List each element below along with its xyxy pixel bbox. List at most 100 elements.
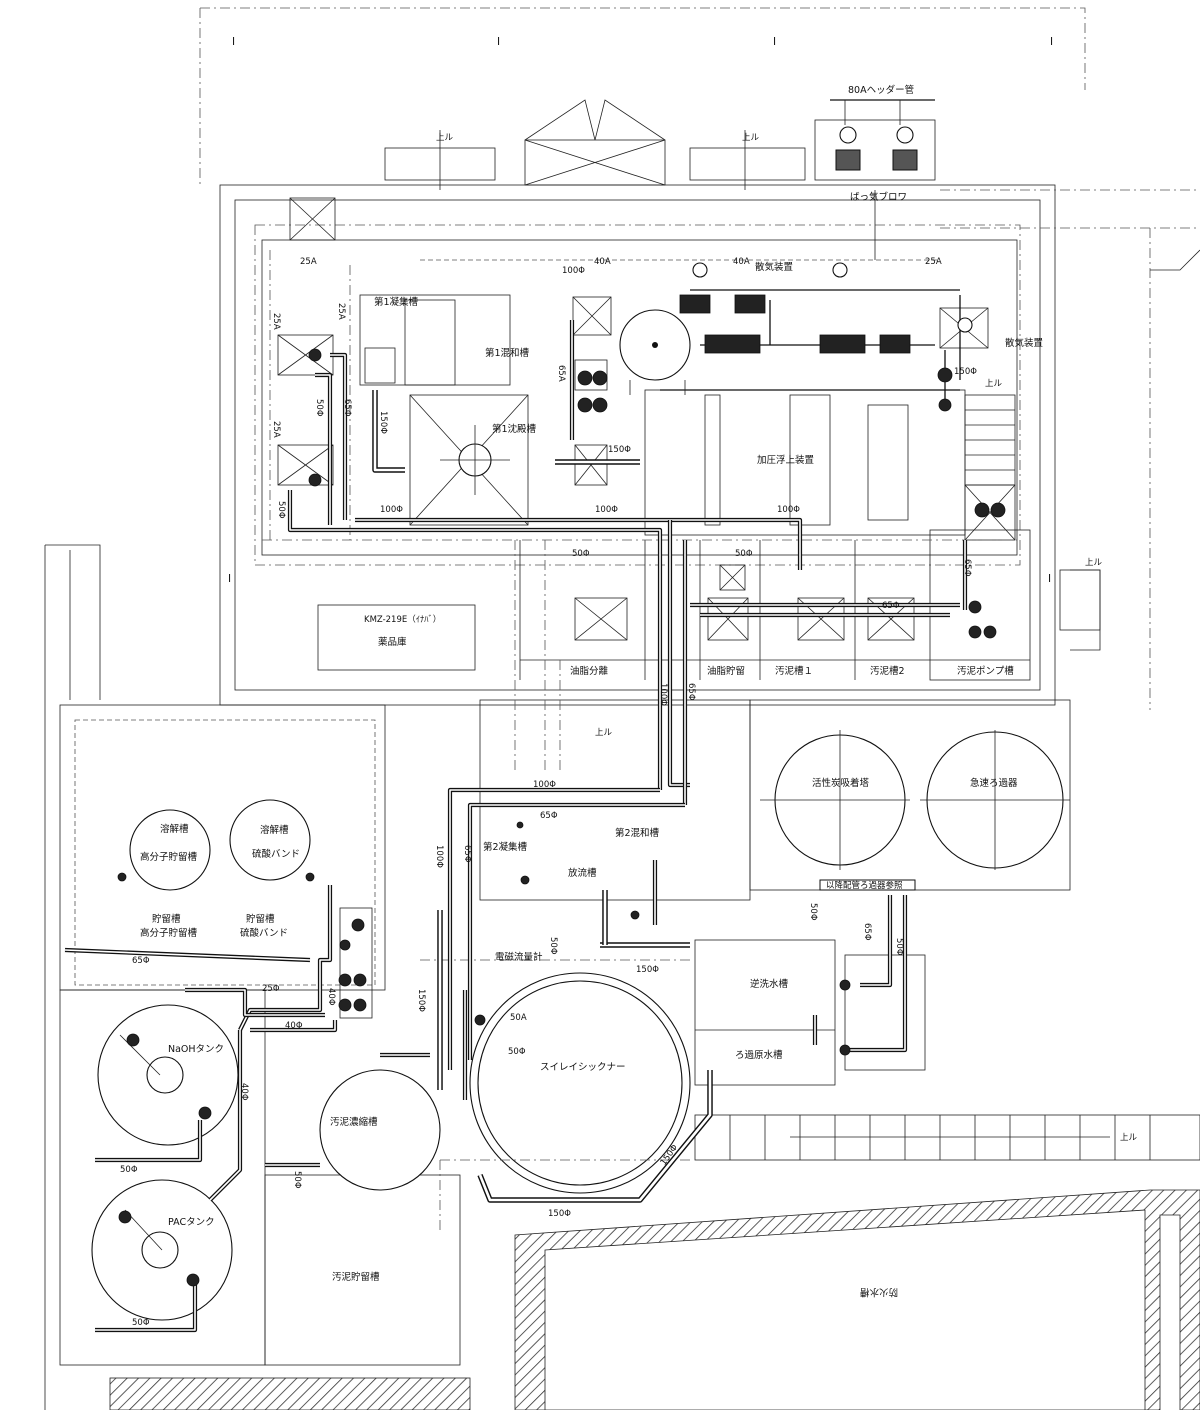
dim-40a-2: 40A bbox=[733, 257, 750, 267]
dim-50phi-7: 50Φ bbox=[120, 1165, 138, 1175]
dim-65a: 65A bbox=[556, 365, 566, 382]
label-up3: 上ル bbox=[985, 379, 1003, 389]
dim-100phi-2: 100Φ bbox=[595, 505, 618, 515]
leader-lines bbox=[262, 250, 1017, 1230]
label-naoh: NaOHタンク bbox=[168, 1044, 224, 1055]
top-structures: I I I I I I bbox=[228, 36, 1053, 585]
label-sulfuric1: 硫酸バンド bbox=[252, 848, 300, 860]
label-filtered-water: ろ過原水槽 bbox=[735, 1049, 783, 1061]
aeration-blowers bbox=[814, 99, 936, 260]
label-up1: 上ル bbox=[436, 133, 454, 143]
dim-100phi-5: 100Φ bbox=[533, 780, 556, 790]
label-discharge: 放流槽 bbox=[568, 867, 597, 879]
label-oil-storage: 油脂貯留 bbox=[707, 665, 745, 677]
label-diffuser2: 散気装置 bbox=[1005, 337, 1043, 349]
label-dissolve1: 溶解槽 bbox=[160, 823, 189, 835]
dim-50phi-5: 50Φ bbox=[548, 937, 558, 955]
label-first-mixing: 第1混和槽 bbox=[485, 347, 530, 359]
label-up2: 上ル bbox=[742, 133, 760, 143]
dim-50phi-4: 50Φ bbox=[276, 501, 286, 519]
label-dissolve2: 溶解槽 bbox=[260, 824, 289, 836]
dim-150phi-7: 150Φ bbox=[548, 1209, 571, 1219]
label-first-sedimentation: 第1沈殿槽 bbox=[492, 423, 537, 435]
label-sulfuric2: 硫酸バンド bbox=[240, 927, 288, 939]
label-pac: PACタンク bbox=[168, 1217, 215, 1228]
label-up5: 上ル bbox=[595, 728, 613, 738]
label-first-collection: 第1凝集槽 bbox=[374, 296, 419, 308]
dim-40phi-3: 40Φ bbox=[239, 1083, 249, 1101]
dim-25a-1: 25A bbox=[300, 257, 317, 267]
dim-40phi-1: 40Φ bbox=[285, 1021, 303, 1031]
dim-25a-2: 25A bbox=[925, 257, 942, 267]
dim-40a-1: 40A bbox=[594, 257, 611, 267]
dim-65phi-3: 65Φ bbox=[962, 559, 972, 577]
label-polymer-storage1: 高分子貯留槽 bbox=[140, 851, 198, 863]
dimension-labels: 25A 25A 25A 25A 25A 40A 40A 100Φ 50Φ 65Φ… bbox=[120, 257, 977, 1328]
dim-50phi-9: 50Φ bbox=[292, 1171, 302, 1189]
dim-25a-5: 25A bbox=[271, 421, 281, 438]
dim-100phi-3: 100Φ bbox=[777, 505, 800, 515]
svg-text:I: I bbox=[1048, 573, 1051, 585]
label-thickener: スイレイシックナー bbox=[540, 1062, 626, 1073]
dim-100phi-1: 100Φ bbox=[380, 505, 403, 515]
label-storage1: 貯留槽 bbox=[152, 913, 181, 925]
dim-50phi-8: 50Φ bbox=[132, 1318, 150, 1328]
label-second-collection: 第2凝集槽 bbox=[483, 841, 528, 853]
label-second-mixing: 第2混和槽 bbox=[615, 827, 660, 839]
sedimentation-center bbox=[440, 425, 510, 495]
dim-50phi-2: 50Φ bbox=[572, 549, 590, 559]
label-piping-note: 以降配管ろ過器参照 bbox=[826, 880, 903, 891]
label-up6: 上ル bbox=[1120, 1133, 1138, 1143]
piping bbox=[64, 289, 968, 1333]
label-sludge-thickening: 汚泥濃縮槽 bbox=[330, 1116, 378, 1128]
dim-150phi-3: 150Φ bbox=[954, 367, 977, 377]
dim-65phi-4: 65Φ bbox=[686, 683, 696, 701]
label-fire-tank: 防火水槽 bbox=[859, 1286, 898, 1298]
label-sludge-pump: 汚泥ポンプ槽 bbox=[957, 665, 1014, 677]
equipment-labels: 80Aヘッダー管 ばっ気ブロワ 上ル 上ル 上ル 上ル 上ル 上ル 散気装置 散… bbox=[140, 84, 1138, 1298]
label-chemical-room: 薬品庫 bbox=[378, 636, 407, 648]
svg-text:I: I bbox=[1050, 36, 1053, 48]
label-polymer-storage2: 高分子貯留槽 bbox=[140, 927, 198, 939]
dim-65phi-8: 65Φ bbox=[862, 923, 872, 941]
label-rapid-filter: 急速ろ過器 bbox=[970, 777, 1018, 789]
label-sludge-storage: 汚泥貯留槽 bbox=[332, 1271, 380, 1283]
dim-100phi-4: 100Φ bbox=[658, 683, 668, 706]
dim-50phi-11: 50Φ bbox=[894, 938, 904, 956]
label-up4: 上ル bbox=[1085, 558, 1103, 568]
dim-50phi-6: 50Φ bbox=[508, 1047, 526, 1057]
svg-text:I: I bbox=[228, 573, 231, 585]
dim-50a: 50A bbox=[510, 1013, 527, 1023]
dim-25a-3: 25A bbox=[271, 313, 281, 330]
pressure-vessel bbox=[619, 309, 691, 395]
hatched-walls bbox=[109, 1189, 1200, 1410]
dim-65phi-1: 65Φ bbox=[342, 399, 352, 417]
label-pressure-flotation: 加圧浮上装置 bbox=[757, 454, 814, 466]
svg-text:I: I bbox=[497, 36, 500, 48]
dim-50phi-3: 50Φ bbox=[735, 549, 753, 559]
label-diffuser1: 散気装置 bbox=[755, 261, 793, 273]
dim-65phi-6: 65Φ bbox=[462, 845, 472, 863]
dim-25phi: 25Φ bbox=[262, 984, 280, 994]
dim-65phi-7: 65Φ bbox=[132, 956, 150, 966]
label-flowmeter: 電磁流量計 bbox=[495, 951, 543, 963]
label-header-pipe: 80Aヘッダー管 bbox=[848, 84, 914, 96]
label-backwash: 逆洗水槽 bbox=[750, 978, 789, 990]
dim-50phi-10: 50Φ bbox=[808, 903, 818, 921]
dim-150phi-5: 150Φ bbox=[416, 989, 426, 1012]
label-oil-separation: 油脂分離 bbox=[570, 665, 609, 677]
valves-and-pumps bbox=[117, 262, 1006, 1287]
label-blower: ばっ気ブロワ bbox=[850, 191, 907, 203]
dim-25a-4: 25A bbox=[336, 303, 346, 320]
label-storage2: 貯留槽 bbox=[246, 913, 275, 925]
pressure-flotation-internal bbox=[660, 389, 960, 526]
label-sludge1: 汚泥槽１ bbox=[775, 665, 813, 677]
dim-65phi-2: 65Φ bbox=[882, 601, 900, 611]
label-carbon-tower: 活性炭吸着塔 bbox=[812, 777, 870, 789]
dim-100phi-top: 100Φ bbox=[562, 266, 585, 276]
dim-65phi-5: 65Φ bbox=[540, 811, 558, 821]
dim-150phi-2: 150Φ bbox=[608, 445, 631, 455]
svg-text:I: I bbox=[773, 36, 776, 48]
label-chemical-unit: KMZ-219E（ｲﾅﾊﾞ） bbox=[364, 614, 441, 625]
